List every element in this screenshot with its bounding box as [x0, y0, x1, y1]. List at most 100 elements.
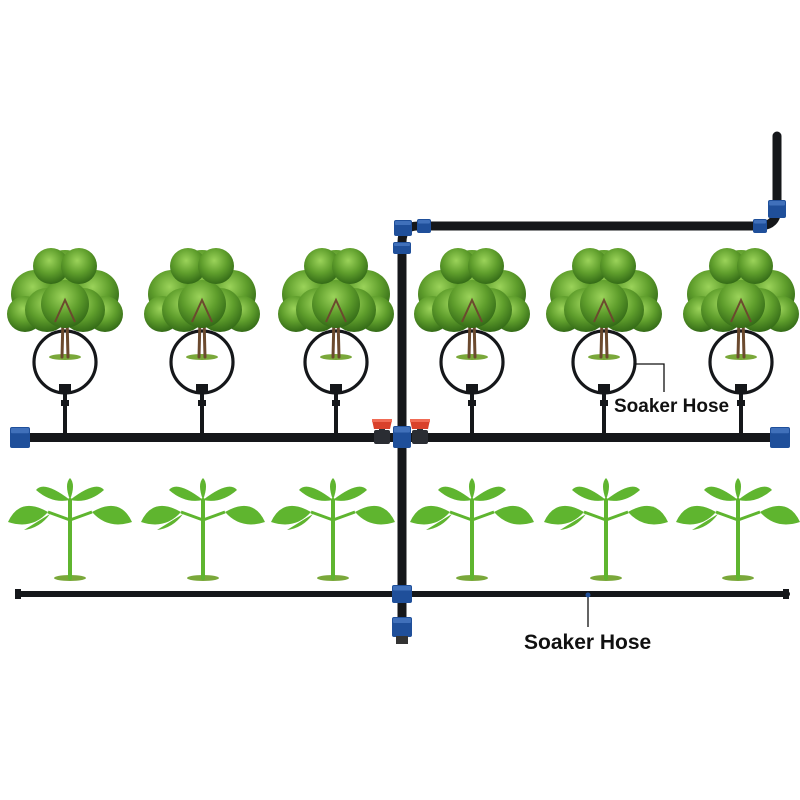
ring-connector: [735, 384, 747, 394]
tree-canopy: [170, 248, 206, 284]
seedling-leaf: [738, 486, 772, 501]
lower-label-leader-dot: [585, 592, 591, 598]
seedling-leaf: [692, 514, 718, 530]
dripper-stem: [602, 392, 606, 434]
tree-canopy: [178, 280, 226, 328]
pipe-fitting-icon-highlight: [394, 427, 410, 433]
seedling-leaf: [704, 486, 738, 501]
dripper-connector: [737, 400, 745, 406]
pipe-fittings: [10, 200, 790, 644]
pipe-fitting-icon-highlight: [393, 618, 411, 623]
ring-connector: [330, 384, 342, 394]
hose-end-plug: [783, 589, 789, 599]
seedling-leaf: [438, 486, 472, 501]
label-leaders: [585, 363, 665, 627]
soil-patch: [49, 354, 81, 360]
tree-icon: [7, 248, 123, 434]
pipe-fitting-icon-highlight: [754, 220, 766, 224]
seedling-leaf: [157, 514, 183, 530]
tree-canopy: [600, 248, 636, 284]
seedling-leaf: [200, 478, 206, 500]
tree-canopy: [312, 280, 360, 328]
valve-icon: [410, 419, 430, 444]
tree-canopy: [61, 248, 97, 284]
lower-soaker-hose-label: Soaker Hose: [524, 631, 652, 654]
tree-branch: [593, 297, 615, 323]
ring-connector: [59, 384, 71, 394]
pipe-fitting-icon-highlight: [395, 221, 411, 225]
ring-soaker-hose: [32, 329, 98, 395]
seedling-leaf: [141, 505, 181, 525]
tree-branch: [325, 297, 347, 323]
seedling-leaf: [287, 514, 313, 530]
tree-icon: [278, 248, 394, 434]
seedling-leaf: [606, 486, 640, 501]
tree-canopy: [332, 248, 368, 284]
seedling-leaf: [299, 486, 333, 501]
ring-soaker-hose: [571, 329, 637, 395]
seedling-leaf: [472, 486, 506, 501]
tree-canopy: [440, 248, 476, 284]
seedling-row: [8, 478, 800, 581]
seedling-leaf: [67, 478, 73, 500]
main-pipes: [14, 131, 790, 643]
tree-icon: [144, 248, 260, 434]
dripper-connector: [198, 400, 206, 406]
tree-canopy: [717, 280, 765, 328]
pipe-fitting-icon-highlight: [393, 586, 411, 591]
tree-icon: [683, 248, 799, 434]
tree-icon: [546, 248, 662, 434]
ring-soaker-hose: [439, 329, 505, 395]
hose-end-plug: [15, 589, 21, 599]
pipe-fitting-icon-highlight: [11, 428, 29, 434]
upper-label-leader: [635, 363, 665, 392]
tree-branch: [730, 297, 752, 323]
ring-connector: [598, 384, 610, 394]
seedling-icon: [410, 478, 534, 581]
seedling-leaf: [70, 486, 104, 501]
seedling-leaf: [760, 505, 800, 525]
tree-branch: [191, 297, 213, 323]
soil-patch: [725, 354, 757, 360]
valve-handle-highlight: [372, 419, 392, 422]
seedling-leaf: [572, 486, 606, 501]
valve-icon: [372, 419, 392, 444]
ring-soaker-hose: [169, 329, 235, 395]
tree-canopy: [572, 248, 608, 284]
upper-soaker-hose-label: Soaker Hose: [614, 396, 730, 417]
soil-patch: [320, 354, 352, 360]
valve-body: [412, 430, 428, 444]
tree-row: [7, 248, 799, 434]
valves: [372, 419, 430, 444]
soil-patch: [186, 354, 218, 360]
dripper-connector: [332, 400, 340, 406]
seedling-leaf: [203, 486, 237, 501]
dripper-stem: [739, 392, 743, 434]
seedling-leaf: [676, 505, 716, 525]
valve-handle-highlight: [410, 419, 430, 422]
seedling-leaf: [330, 478, 336, 500]
tree-canopy: [198, 248, 234, 284]
dripper-connector: [468, 400, 476, 406]
valve-body: [374, 430, 390, 444]
seedling-leaf: [92, 505, 132, 525]
ring-soaker-hose: [708, 329, 774, 395]
tree-canopy: [468, 248, 504, 284]
tree-canopy: [737, 248, 773, 284]
seedling-leaf: [169, 486, 203, 501]
seedling-leaf: [735, 478, 741, 500]
pipe-fitting-icon-highlight: [418, 220, 430, 224]
valve-handle: [372, 420, 392, 429]
dripper-stem: [470, 392, 474, 434]
tree-icon: [414, 248, 530, 434]
tree-canopy: [33, 248, 69, 284]
seedling-leaf: [494, 505, 534, 525]
seedling-branch: [180, 510, 226, 522]
seedling-icon: [271, 478, 395, 581]
seedling-leaf: [36, 486, 70, 501]
tree-canopy: [304, 248, 340, 284]
tree-canopy: [709, 248, 745, 284]
seedling-leaf: [469, 478, 475, 500]
tree-canopy: [448, 280, 496, 328]
soil-patch: [588, 354, 620, 360]
